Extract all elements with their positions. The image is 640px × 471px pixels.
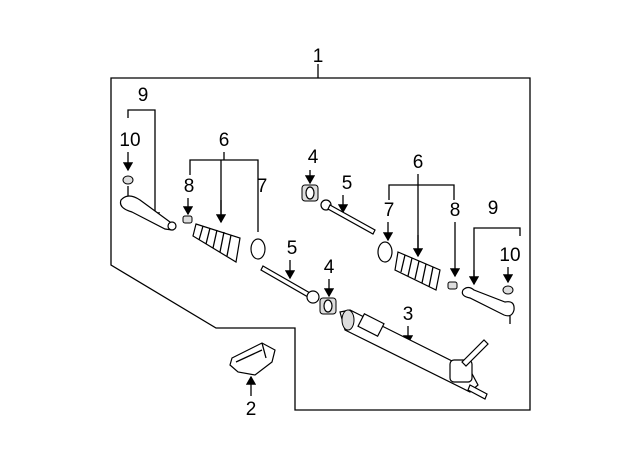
callout-4-upper: 4 <box>308 147 319 168</box>
callout-9-left: 9 <box>138 85 149 106</box>
callout-9-right: 9 <box>488 198 499 219</box>
clamp-right-large <box>377 241 393 263</box>
callout-3: 3 <box>403 304 414 325</box>
leader-6-right <box>388 174 455 255</box>
bushing-upper <box>301 184 319 202</box>
leader-6-left <box>189 152 259 232</box>
steering-rack <box>339 309 489 400</box>
callout-1: 1 <box>313 46 324 67</box>
inner-tie-rod-lower <box>260 265 320 304</box>
callout-10-left: 10 <box>119 130 140 151</box>
callout-8-right: 8 <box>450 200 461 221</box>
clamp-right-small <box>447 281 458 290</box>
clamp-left-large <box>250 238 266 260</box>
callout-7-right: 7 <box>384 200 395 221</box>
callout-5-upper: 5 <box>342 173 353 194</box>
callout-10-right: 10 <box>499 245 520 266</box>
callout-8-left: 8 <box>184 176 195 197</box>
assembly-boundary <box>110 77 531 411</box>
callout-5-lower: 5 <box>287 238 298 259</box>
leader-9-left <box>127 109 161 222</box>
bushing-lower <box>319 297 337 315</box>
tie-rod-end-right <box>461 285 515 324</box>
callout-7-left: 7 <box>257 176 268 197</box>
rack-mount-bracket <box>229 342 276 376</box>
callout-6-right: 6 <box>413 152 424 173</box>
bellows-boot-left <box>192 223 241 263</box>
callout-2: 2 <box>246 399 257 420</box>
inner-tie-rod-upper <box>320 199 376 235</box>
clamp-left-small <box>182 215 193 224</box>
bellows-boot-right <box>394 251 441 291</box>
leader-9-right <box>473 227 521 282</box>
callout-6-left: 6 <box>219 130 230 151</box>
callout-4-lower: 4 <box>324 257 335 278</box>
tie-rod-end-left <box>119 175 177 231</box>
